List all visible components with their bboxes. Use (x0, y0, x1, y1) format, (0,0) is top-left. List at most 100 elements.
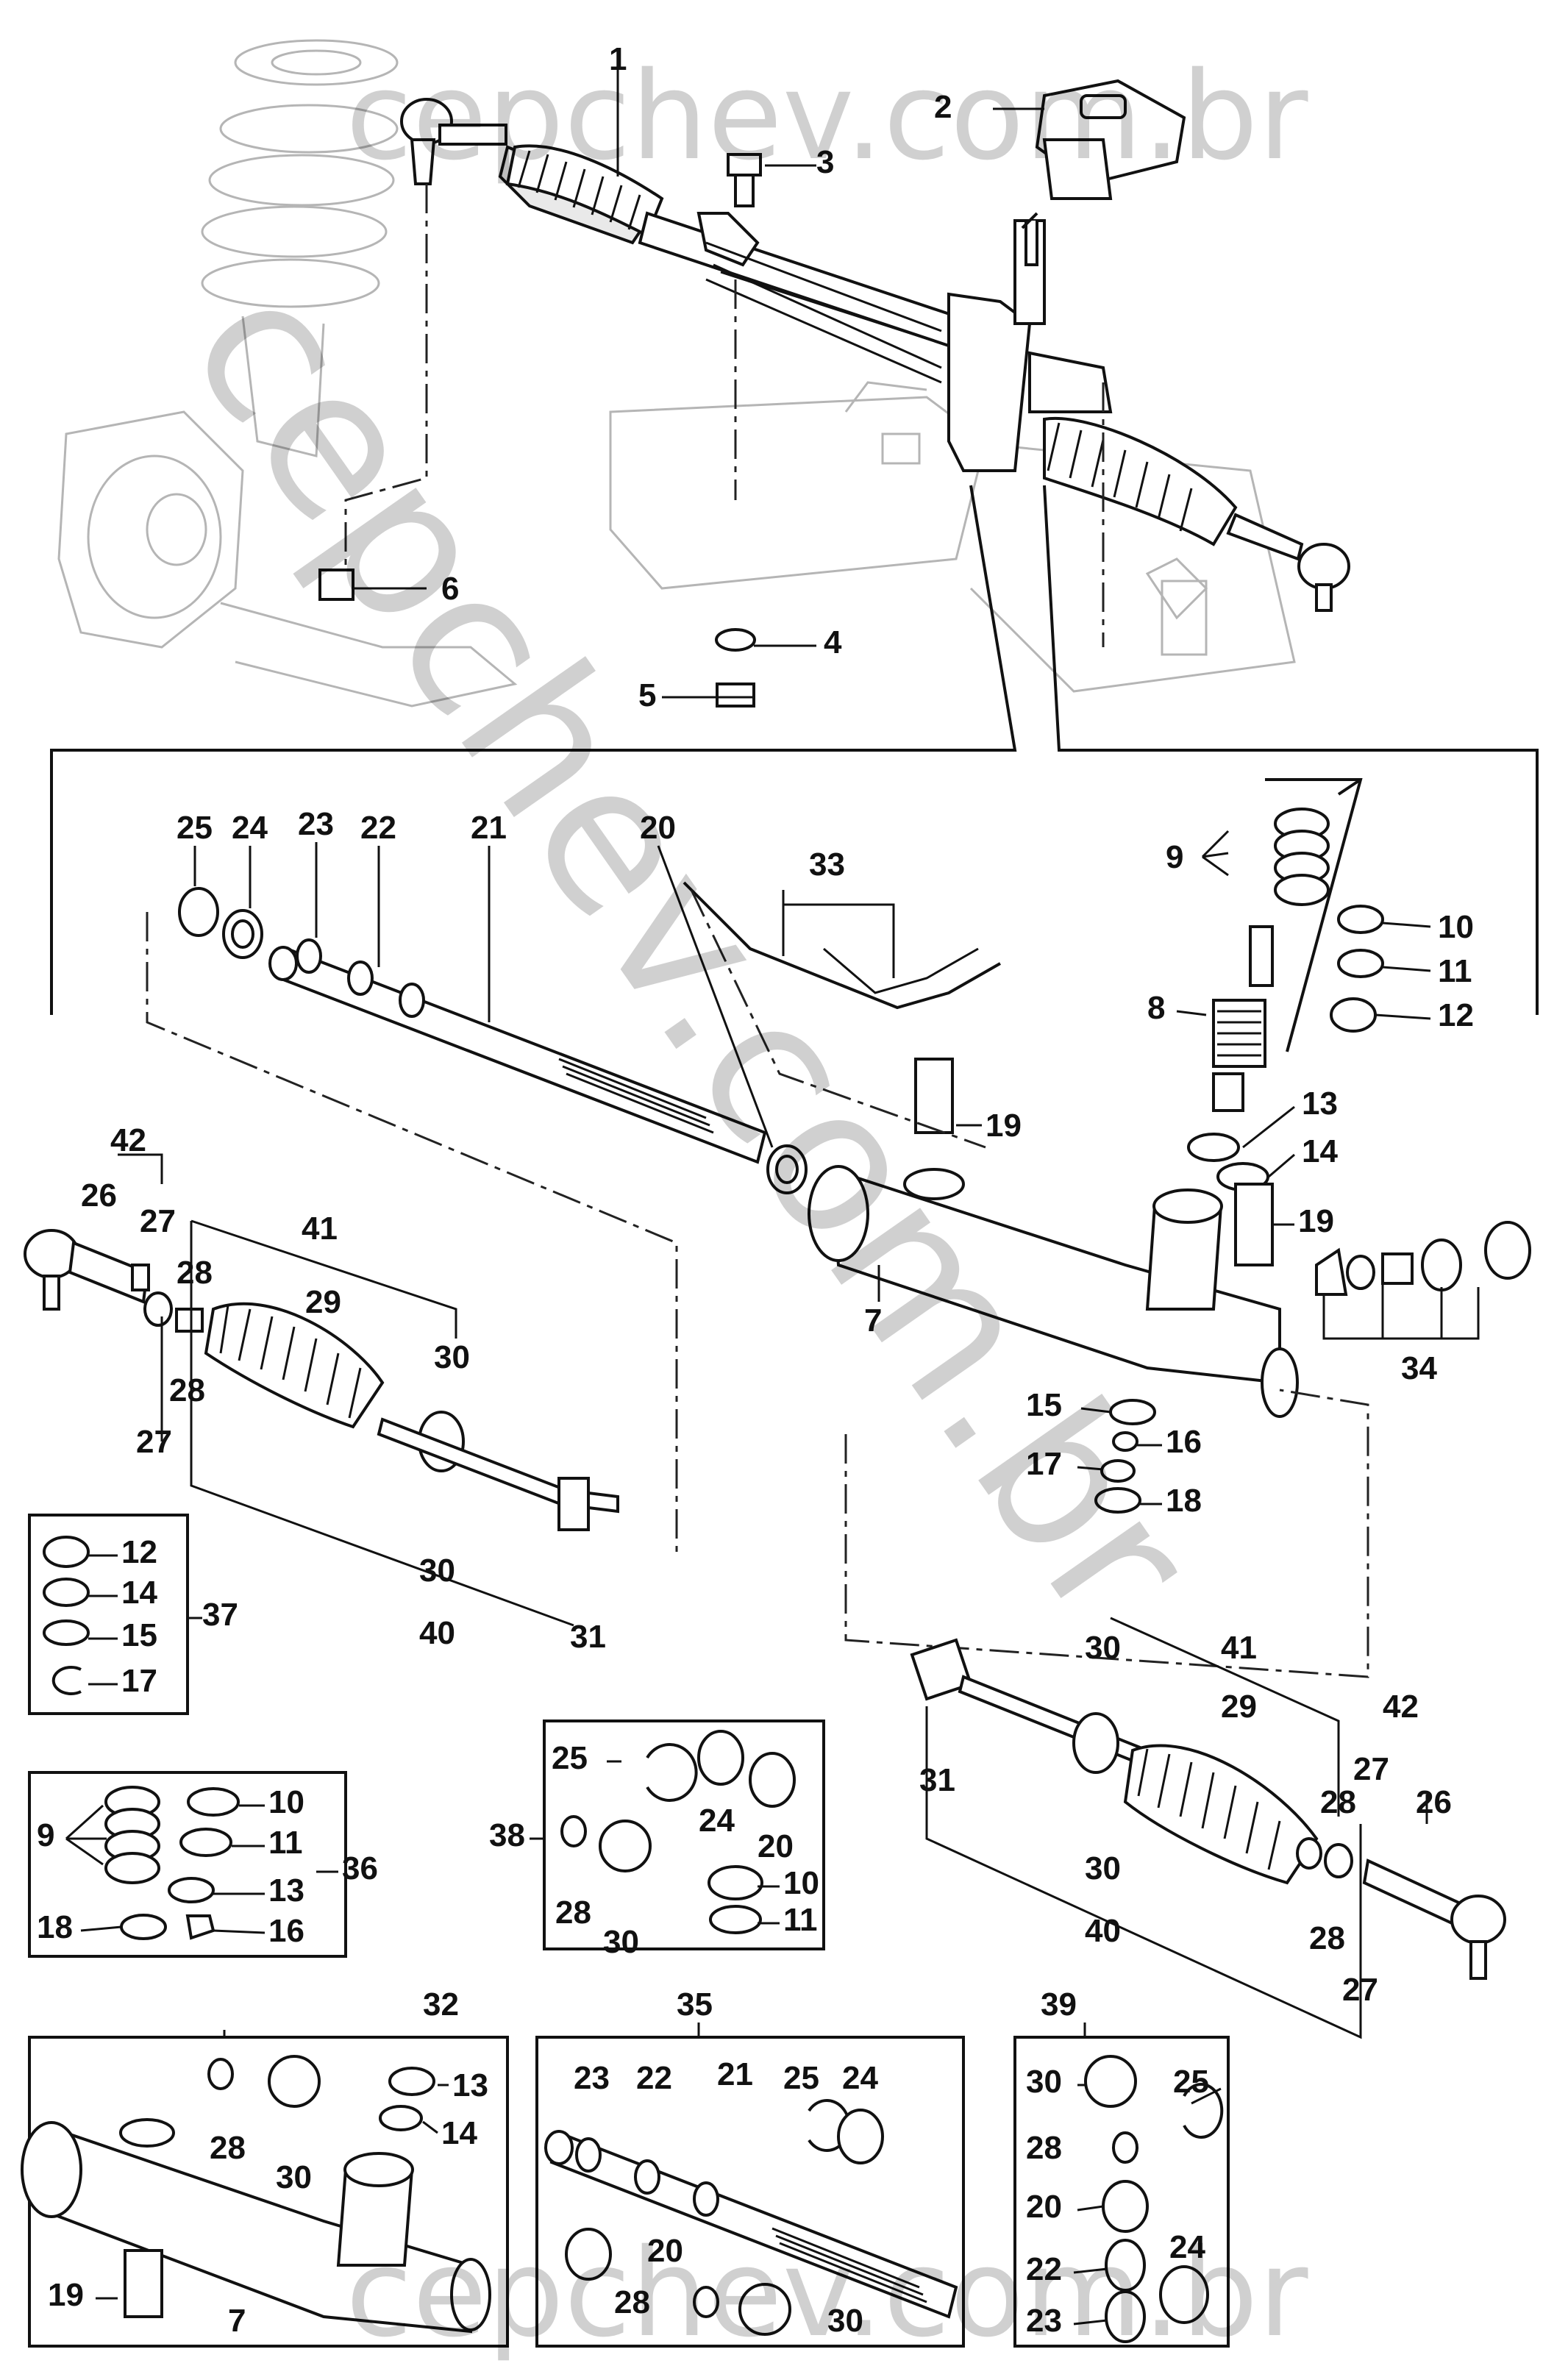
callout-33: 33 (809, 847, 845, 883)
callout-24: 24 (842, 2060, 878, 2096)
mount-path-left (344, 184, 428, 581)
callout-36: 36 (342, 1850, 378, 1886)
callout-19: 19 (986, 1108, 1022, 1144)
callout-17: 17 (1026, 1446, 1062, 1482)
kit-35-parts (544, 2099, 958, 2336)
callout-30: 30 (1085, 1850, 1121, 1886)
callout-42: 42 (110, 1122, 146, 1158)
callout-19: 19 (1298, 1203, 1334, 1239)
callout-12: 12 (121, 1534, 157, 1570)
leader-lines-detail (65, 830, 1431, 2326)
callout-31: 31 (919, 1762, 955, 1798)
kit-box-35 (535, 2036, 965, 2348)
watermark-bottom: cepchev.com.br (346, 2223, 1308, 2364)
callout-25: 25 (552, 1740, 588, 1776)
nut (716, 683, 755, 708)
callout-21: 21 (717, 2056, 753, 2092)
callout-21: 21 (471, 810, 507, 846)
callout-31: 31 (570, 1619, 606, 1655)
callout-25: 25 (1173, 2064, 1209, 2100)
callout-13: 13 (452, 2067, 488, 2103)
callout-7: 7 (864, 1302, 882, 1339)
callout-8: 8 (1147, 990, 1165, 1026)
callout-17: 17 (121, 1663, 157, 1699)
callout-11: 11 (783, 1902, 818, 1938)
callout-19: 19 (48, 2277, 84, 2313)
callout-labels: 1 2 3 6 4 5 25 24 23 22 21 20 33 9 10 11… (37, 41, 1474, 2339)
callout-24: 24 (232, 810, 268, 846)
callout-26: 26 (81, 1177, 117, 1214)
callout-25: 25 (177, 810, 213, 846)
outer-tie-rod-end-left-top (400, 98, 507, 185)
callout-2: 2 (934, 89, 952, 125)
callout-28: 28 (1026, 2130, 1062, 2166)
washer (715, 628, 756, 652)
callout-4: 4 (824, 624, 842, 660)
callout-27: 27 (136, 1424, 172, 1460)
leader-lines-top (353, 70, 1044, 699)
callout-28: 28 (177, 1255, 213, 1291)
callout-15: 15 (1026, 1387, 1062, 1423)
callout-22: 22 (1026, 2251, 1062, 2287)
callout-24: 24 (1169, 2229, 1205, 2265)
callout-27: 27 (140, 1203, 176, 1239)
steering-rack-assembly-top (498, 144, 1304, 561)
column-seal (1035, 79, 1186, 200)
callout-3: 3 (816, 144, 834, 180)
callout-30: 30 (1026, 2064, 1062, 2100)
kit-36-parts (104, 1786, 240, 1940)
nut (318, 569, 354, 601)
callout-11: 11 (268, 1825, 303, 1861)
kit-box-36 (28, 1771, 347, 1958)
callout-16: 16 (268, 1913, 304, 1949)
callout-39: 39 (1041, 1986, 1077, 2023)
callout-41: 41 (1221, 1630, 1257, 1666)
callout-16: 16 (1166, 1424, 1202, 1460)
callout-23: 23 (298, 806, 334, 842)
watermark-top: cepchev.com.br (346, 46, 1308, 187)
callout-28: 28 (1309, 1920, 1345, 1956)
callout-5: 5 (638, 677, 656, 713)
callout-10: 10 (1438, 909, 1474, 945)
left-inner-tie-rod-group (24, 1153, 619, 1627)
callout-37: 37 (202, 1597, 238, 1633)
kit-37-parts (43, 1536, 90, 1695)
callout-30: 30 (419, 1553, 455, 1589)
callout-28: 28 (169, 1372, 205, 1408)
kit-38-parts (560, 1730, 796, 1934)
callout-25: 25 (783, 2060, 819, 2096)
callout-35: 35 (677, 1986, 713, 2023)
kit-box-38 (543, 1720, 825, 1950)
callout-10: 10 (783, 1865, 819, 1901)
callout-29: 29 (305, 1284, 341, 1320)
kit-box-39 (1013, 2036, 1230, 2348)
callout-15: 15 (121, 1617, 157, 1653)
callout-29: 29 (1221, 1689, 1257, 1725)
callout-30: 30 (603, 1924, 639, 1960)
callout-30: 30 (434, 1339, 470, 1375)
callout-38: 38 (489, 1817, 525, 1853)
callout-27: 27 (1342, 1972, 1378, 2008)
callout-24: 24 (699, 1803, 735, 1839)
callout-34: 34 (1401, 1350, 1437, 1386)
callout-28: 28 (210, 2130, 246, 2166)
callout-22: 22 (636, 2060, 672, 2096)
callout-18: 18 (1166, 1483, 1202, 1519)
outer-tie-rod-end-right-top (1297, 543, 1350, 612)
callout-9: 9 (1166, 839, 1183, 875)
callout-20: 20 (647, 2233, 683, 2269)
callout-13: 13 (1302, 1086, 1338, 1122)
callout-28: 28 (555, 1895, 591, 1931)
callout-11: 11 (1438, 953, 1472, 989)
kit-box-37 (28, 1514, 189, 1715)
callout-30: 30 (827, 2303, 863, 2339)
callout-20: 20 (758, 1828, 794, 1864)
callout-20: 20 (1026, 2189, 1062, 2225)
callout-22: 22 (360, 810, 396, 846)
callout-14: 14 (121, 1575, 157, 1611)
callout-30: 30 (1085, 1630, 1121, 1666)
callout-30: 30 (276, 2159, 312, 2195)
callout-10: 10 (268, 1784, 304, 1820)
callout-23: 23 (574, 2060, 610, 2096)
